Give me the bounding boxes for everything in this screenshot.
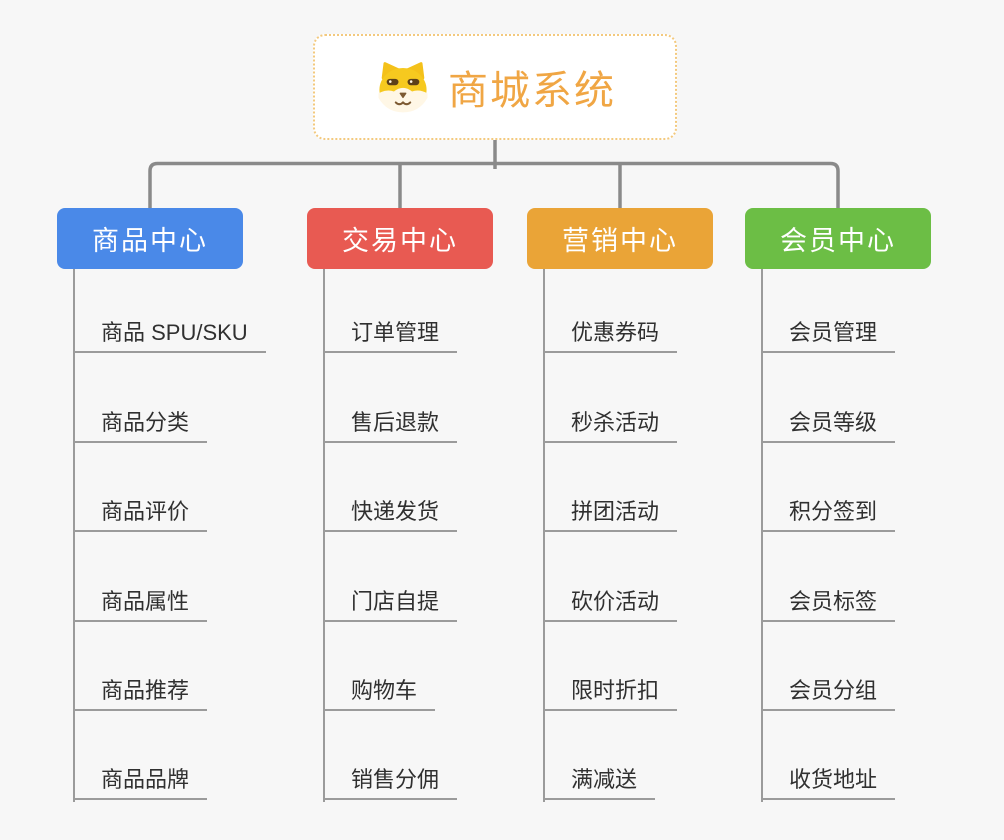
dog-face-icon [378,62,428,113]
leaf-node[interactable]: 拼团活动 [543,496,678,532]
branch-column-marketing: 优惠券码 秒杀活动 拼团活动 砍价活动 限时折扣 满减送 [543,269,763,804]
branch-node-product-center[interactable]: 商品中心 [57,208,243,269]
leaf-node[interactable]: 收货地址 [761,764,896,800]
branch-node-trade-center[interactable]: 交易中心 [307,208,493,269]
leaf-node[interactable]: 商品分类 [73,407,208,443]
leaf-node[interactable]: 限时折扣 [543,675,678,711]
root-title: 商城系统 [448,69,616,113]
leaf-node[interactable]: 售后退款 [323,407,458,443]
leaf-node[interactable]: 购物车 [323,675,436,711]
leaf-node[interactable]: 商品品牌 [73,764,208,800]
branch-column-product: 商品 SPU/SKU 商品分类 商品评价 商品属性 商品推荐 商品品牌 [73,269,293,804]
leaf-node[interactable]: 订单管理 [323,317,458,353]
leaf-node[interactable]: 秒杀活动 [543,407,678,443]
leaf-node[interactable]: 满减送 [543,764,656,800]
column-spine [761,269,763,802]
leaf-node[interactable]: 快递发货 [323,496,458,532]
leaf-node[interactable]: 商品 SPU/SKU [73,317,266,353]
branch-node-marketing-center[interactable]: 营销中心 [527,208,713,269]
leaf-node[interactable]: 商品属性 [73,586,208,622]
column-spine [323,269,325,802]
leaf-node[interactable]: 门店自提 [323,586,458,622]
leaf-node[interactable]: 会员管理 [761,317,896,353]
column-spine [73,269,75,802]
leaf-node[interactable]: 销售分佣 [323,764,458,800]
leaf-node[interactable]: 商品推荐 [73,675,208,711]
branch-column-trade: 订单管理 售后退款 快递发货 门店自提 购物车 销售分佣 [323,269,543,804]
branch-column-member: 会员管理 会员等级 积分签到 会员标签 会员分组 收货地址 [761,269,981,804]
leaf-node[interactable]: 会员分组 [761,675,896,711]
leaf-node[interactable]: 优惠券码 [543,317,678,353]
leaf-node[interactable]: 砍价活动 [543,586,678,622]
root-node[interactable]: 商城系统 [313,34,677,140]
leaf-node[interactable]: 会员标签 [761,586,896,622]
branch-node-member-center[interactable]: 会员中心 [745,208,931,269]
leaf-node[interactable]: 积分签到 [761,496,896,532]
leaf-node[interactable]: 会员等级 [761,407,896,443]
column-spine [543,269,545,802]
leaf-node[interactable]: 商品评价 [73,496,208,532]
